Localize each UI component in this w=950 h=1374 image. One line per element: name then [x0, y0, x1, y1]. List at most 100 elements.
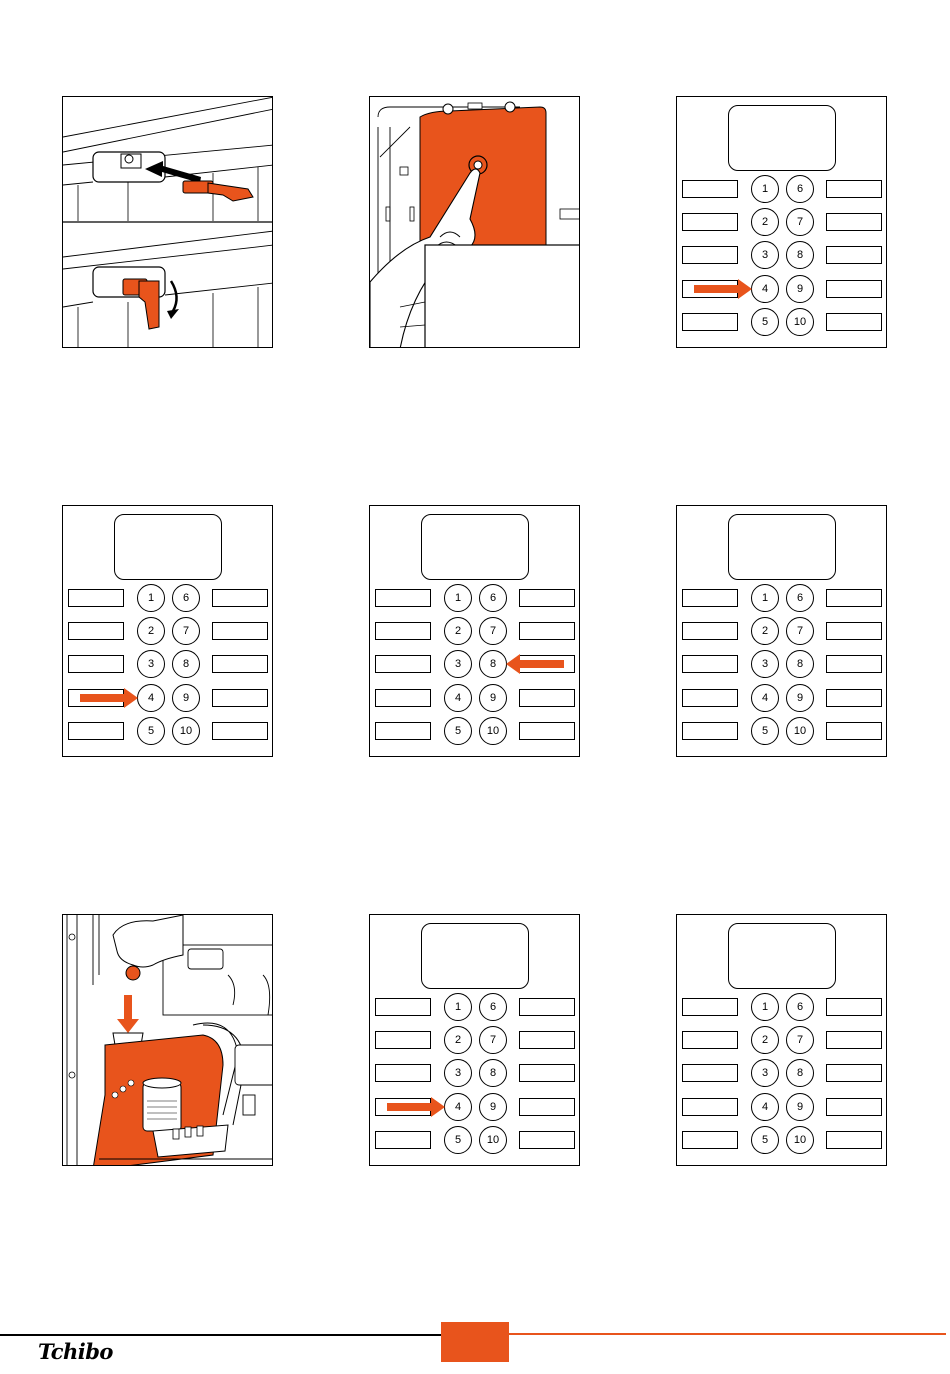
- keypad-key-1: 1: [137, 584, 165, 612]
- keypad-side-button: [682, 180, 738, 198]
- keypad-side-button: [682, 1098, 738, 1116]
- keypad-key-3: 3: [444, 650, 472, 678]
- pouring-into-machine-illustration: [63, 915, 273, 1166]
- keypad-key-8: 8: [786, 1059, 814, 1087]
- keypad-key-7: 7: [479, 1026, 507, 1054]
- keypad-key-8: 8: [172, 650, 200, 678]
- keypad-side-button: [519, 1098, 575, 1116]
- keypad-side-button: [826, 280, 882, 298]
- keypad-key-8: 8: [479, 650, 507, 678]
- illustration-panel-cover: [369, 96, 580, 348]
- keypad-key-8: 8: [786, 650, 814, 678]
- keypad-side-button: [682, 213, 738, 231]
- keypad-key-1: 1: [444, 584, 472, 612]
- keypad-side-button: [682, 655, 738, 673]
- keypad-display: [728, 105, 836, 171]
- keypad-side-button: [826, 1098, 882, 1116]
- keypad-key-7: 7: [172, 617, 200, 645]
- keypad-key-3: 3: [751, 650, 779, 678]
- keypad-key-9: 9: [786, 275, 814, 303]
- keypad-side-button: [519, 589, 575, 607]
- keypad-side-button: [212, 689, 268, 707]
- keypad-key-5: 5: [137, 717, 165, 745]
- keypad-side-button: [375, 998, 431, 1016]
- keypad-side-button: [682, 589, 738, 607]
- keypad-key-4: 4: [137, 684, 165, 712]
- keypad-key-2: 2: [751, 208, 779, 236]
- keypad-side-button: [826, 1064, 882, 1082]
- keypad-side-button: [519, 689, 575, 707]
- tchibo-logo: Tchibo: [38, 1339, 113, 1364]
- keypad-side-button: [375, 722, 431, 740]
- keypad-key-1: 1: [751, 993, 779, 1021]
- keypad-key-10: 10: [479, 717, 507, 745]
- keypad-key-2: 2: [444, 617, 472, 645]
- keypad-side-button: [519, 1131, 575, 1149]
- keypad-key-10: 10: [786, 717, 814, 745]
- keypad-side-button: [375, 1131, 431, 1149]
- lever-insertion-illustration: [63, 97, 273, 348]
- keypad-key-9: 9: [786, 684, 814, 712]
- keypad-side-button: [375, 589, 431, 607]
- keypad-side-button: [826, 589, 882, 607]
- keypad-side-button: [826, 622, 882, 640]
- keypad-side-button: [375, 1064, 431, 1082]
- keypad-key-6: 6: [786, 584, 814, 612]
- keypad-side-button: [212, 722, 268, 740]
- keypad-side-button: [826, 246, 882, 264]
- keypad-side-button: [826, 313, 882, 331]
- page-number-box: [441, 1322, 509, 1362]
- keypad-side-button: [375, 622, 431, 640]
- keypad-key-9: 9: [786, 1093, 814, 1121]
- keypad-side-button: [826, 689, 882, 707]
- highlight-arrow: [387, 1097, 447, 1123]
- keypad-key-4: 4: [751, 1093, 779, 1121]
- keypad-side-button: [826, 655, 882, 673]
- keypad-side-button: [826, 722, 882, 740]
- keypad-side-button: [519, 1064, 575, 1082]
- keypad-key-5: 5: [444, 717, 472, 745]
- keypad-side-button: [682, 1031, 738, 1049]
- keypad-key-3: 3: [444, 1059, 472, 1087]
- keypad-key-3: 3: [751, 1059, 779, 1087]
- keypad-key-5: 5: [751, 717, 779, 745]
- illustration-panel-pour: [62, 914, 273, 1166]
- keypad-display: [728, 514, 836, 580]
- keypad-side-button: [682, 998, 738, 1016]
- keypad-key-5: 5: [751, 308, 779, 336]
- keypad-side-button: [682, 1131, 738, 1149]
- keypad-side-button: [212, 655, 268, 673]
- keypad-side-button: [212, 589, 268, 607]
- keypad-key-2: 2: [751, 617, 779, 645]
- keypad-key-2: 2: [444, 1026, 472, 1054]
- keypad-key-8: 8: [786, 241, 814, 269]
- keypad-key-5: 5: [751, 1126, 779, 1154]
- keypad-key-9: 9: [479, 1093, 507, 1121]
- keypad-side-button: [519, 622, 575, 640]
- keypad-side-button: [519, 722, 575, 740]
- keypad-key-1: 1: [751, 175, 779, 203]
- keypad-key-3: 3: [137, 650, 165, 678]
- keypad-key-2: 2: [751, 1026, 779, 1054]
- keypad-side-button: [826, 213, 882, 231]
- illustration-panel-lever: [62, 96, 273, 348]
- keypad-key-6: 6: [479, 993, 507, 1021]
- keypad-key-7: 7: [786, 1026, 814, 1054]
- keypad-side-button: [682, 313, 738, 331]
- keypad-side-button: [519, 998, 575, 1016]
- keypad-side-button: [682, 722, 738, 740]
- keypad-display: [728, 923, 836, 989]
- keypad-side-button: [375, 1031, 431, 1049]
- keypad-key-7: 7: [479, 617, 507, 645]
- keypad-key-10: 10: [786, 1126, 814, 1154]
- keypad-display: [114, 514, 222, 580]
- highlight-arrow: [694, 279, 754, 305]
- keypad-key-4: 4: [751, 275, 779, 303]
- keypad-side-button: [682, 622, 738, 640]
- keypad-display: [421, 923, 529, 989]
- keypad-key-9: 9: [479, 684, 507, 712]
